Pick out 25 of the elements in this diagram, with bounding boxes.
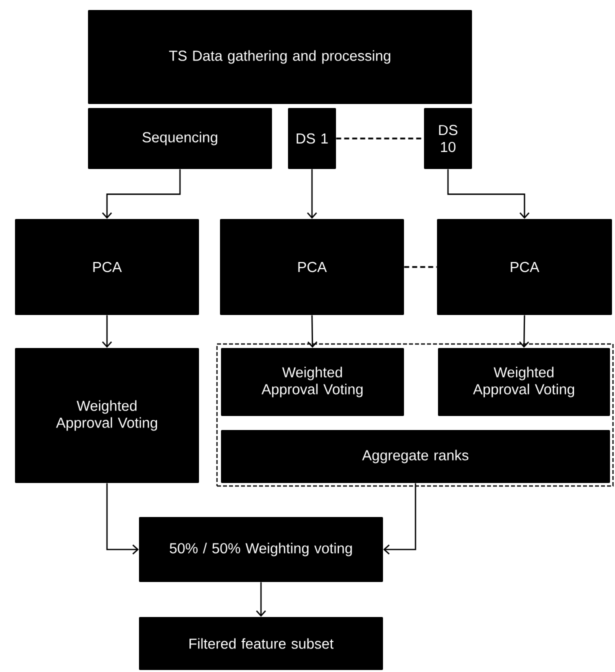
dashed-connector [336,138,424,140]
arrow [102,315,112,348]
arrow [447,169,530,219]
arrow [102,169,181,219]
arrow [106,483,139,554]
process-box: PCA [15,219,199,315]
dashed-connector [404,266,437,268]
process-box: Filtered feature subset [139,617,383,670]
process-box: TS Data gathering and processing [88,10,472,104]
process-box: DS 10 [424,108,472,169]
process-box: Aggregate ranks [221,430,610,483]
process-box: DS 1 [288,108,336,169]
process-box: PCA [437,219,612,315]
process-box: Weighted Approval Voting [221,348,404,416]
arrow [307,169,317,219]
process-box: Sequencing [88,108,272,169]
arrow [519,315,530,348]
process-box: Weighted Approval Voting [15,348,199,483]
dashed-group-box [216,343,614,487]
arrow [383,483,416,554]
process-box: PCA [220,219,404,315]
process-box: 50% / 50% Weighting voting [139,517,383,582]
arrow [307,315,318,348]
arrow [256,582,266,617]
process-box: Weighted Approval Voting [438,348,610,416]
